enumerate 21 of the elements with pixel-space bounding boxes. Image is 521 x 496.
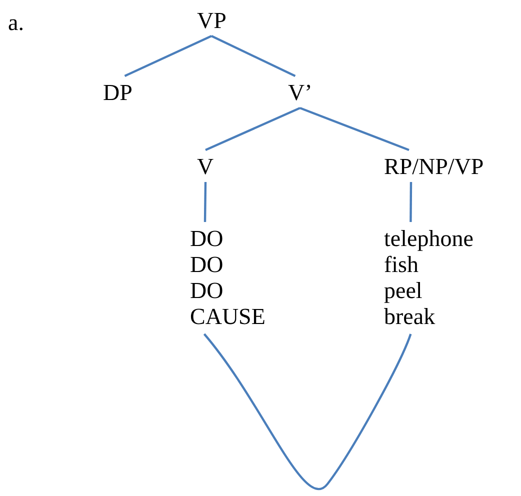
word-label: break <box>384 304 436 330</box>
tree-node-label: VP <box>197 8 226 34</box>
branch-line <box>124 35 212 77</box>
branch-line <box>211 35 296 77</box>
word-label: peel <box>384 278 422 304</box>
tree-node-label: DP <box>103 80 132 106</box>
word-label: telephone <box>384 226 474 252</box>
branch-line <box>204 182 207 222</box>
word-label: DO <box>190 252 224 278</box>
tree-node-label: V’ <box>288 80 312 106</box>
branch-line <box>410 182 412 222</box>
item-label: a. <box>8 10 24 36</box>
curved-line <box>203 333 412 490</box>
branch-line <box>300 106 410 152</box>
branch-line <box>205 107 300 151</box>
word-label: DO <box>190 226 224 252</box>
tree-node-label: RP/NP/VP <box>384 154 484 180</box>
word-label: DO <box>190 278 224 304</box>
word-label: CAUSE <box>190 304 266 330</box>
word-label: fish <box>384 252 418 278</box>
tree-node-label: V <box>197 154 214 180</box>
